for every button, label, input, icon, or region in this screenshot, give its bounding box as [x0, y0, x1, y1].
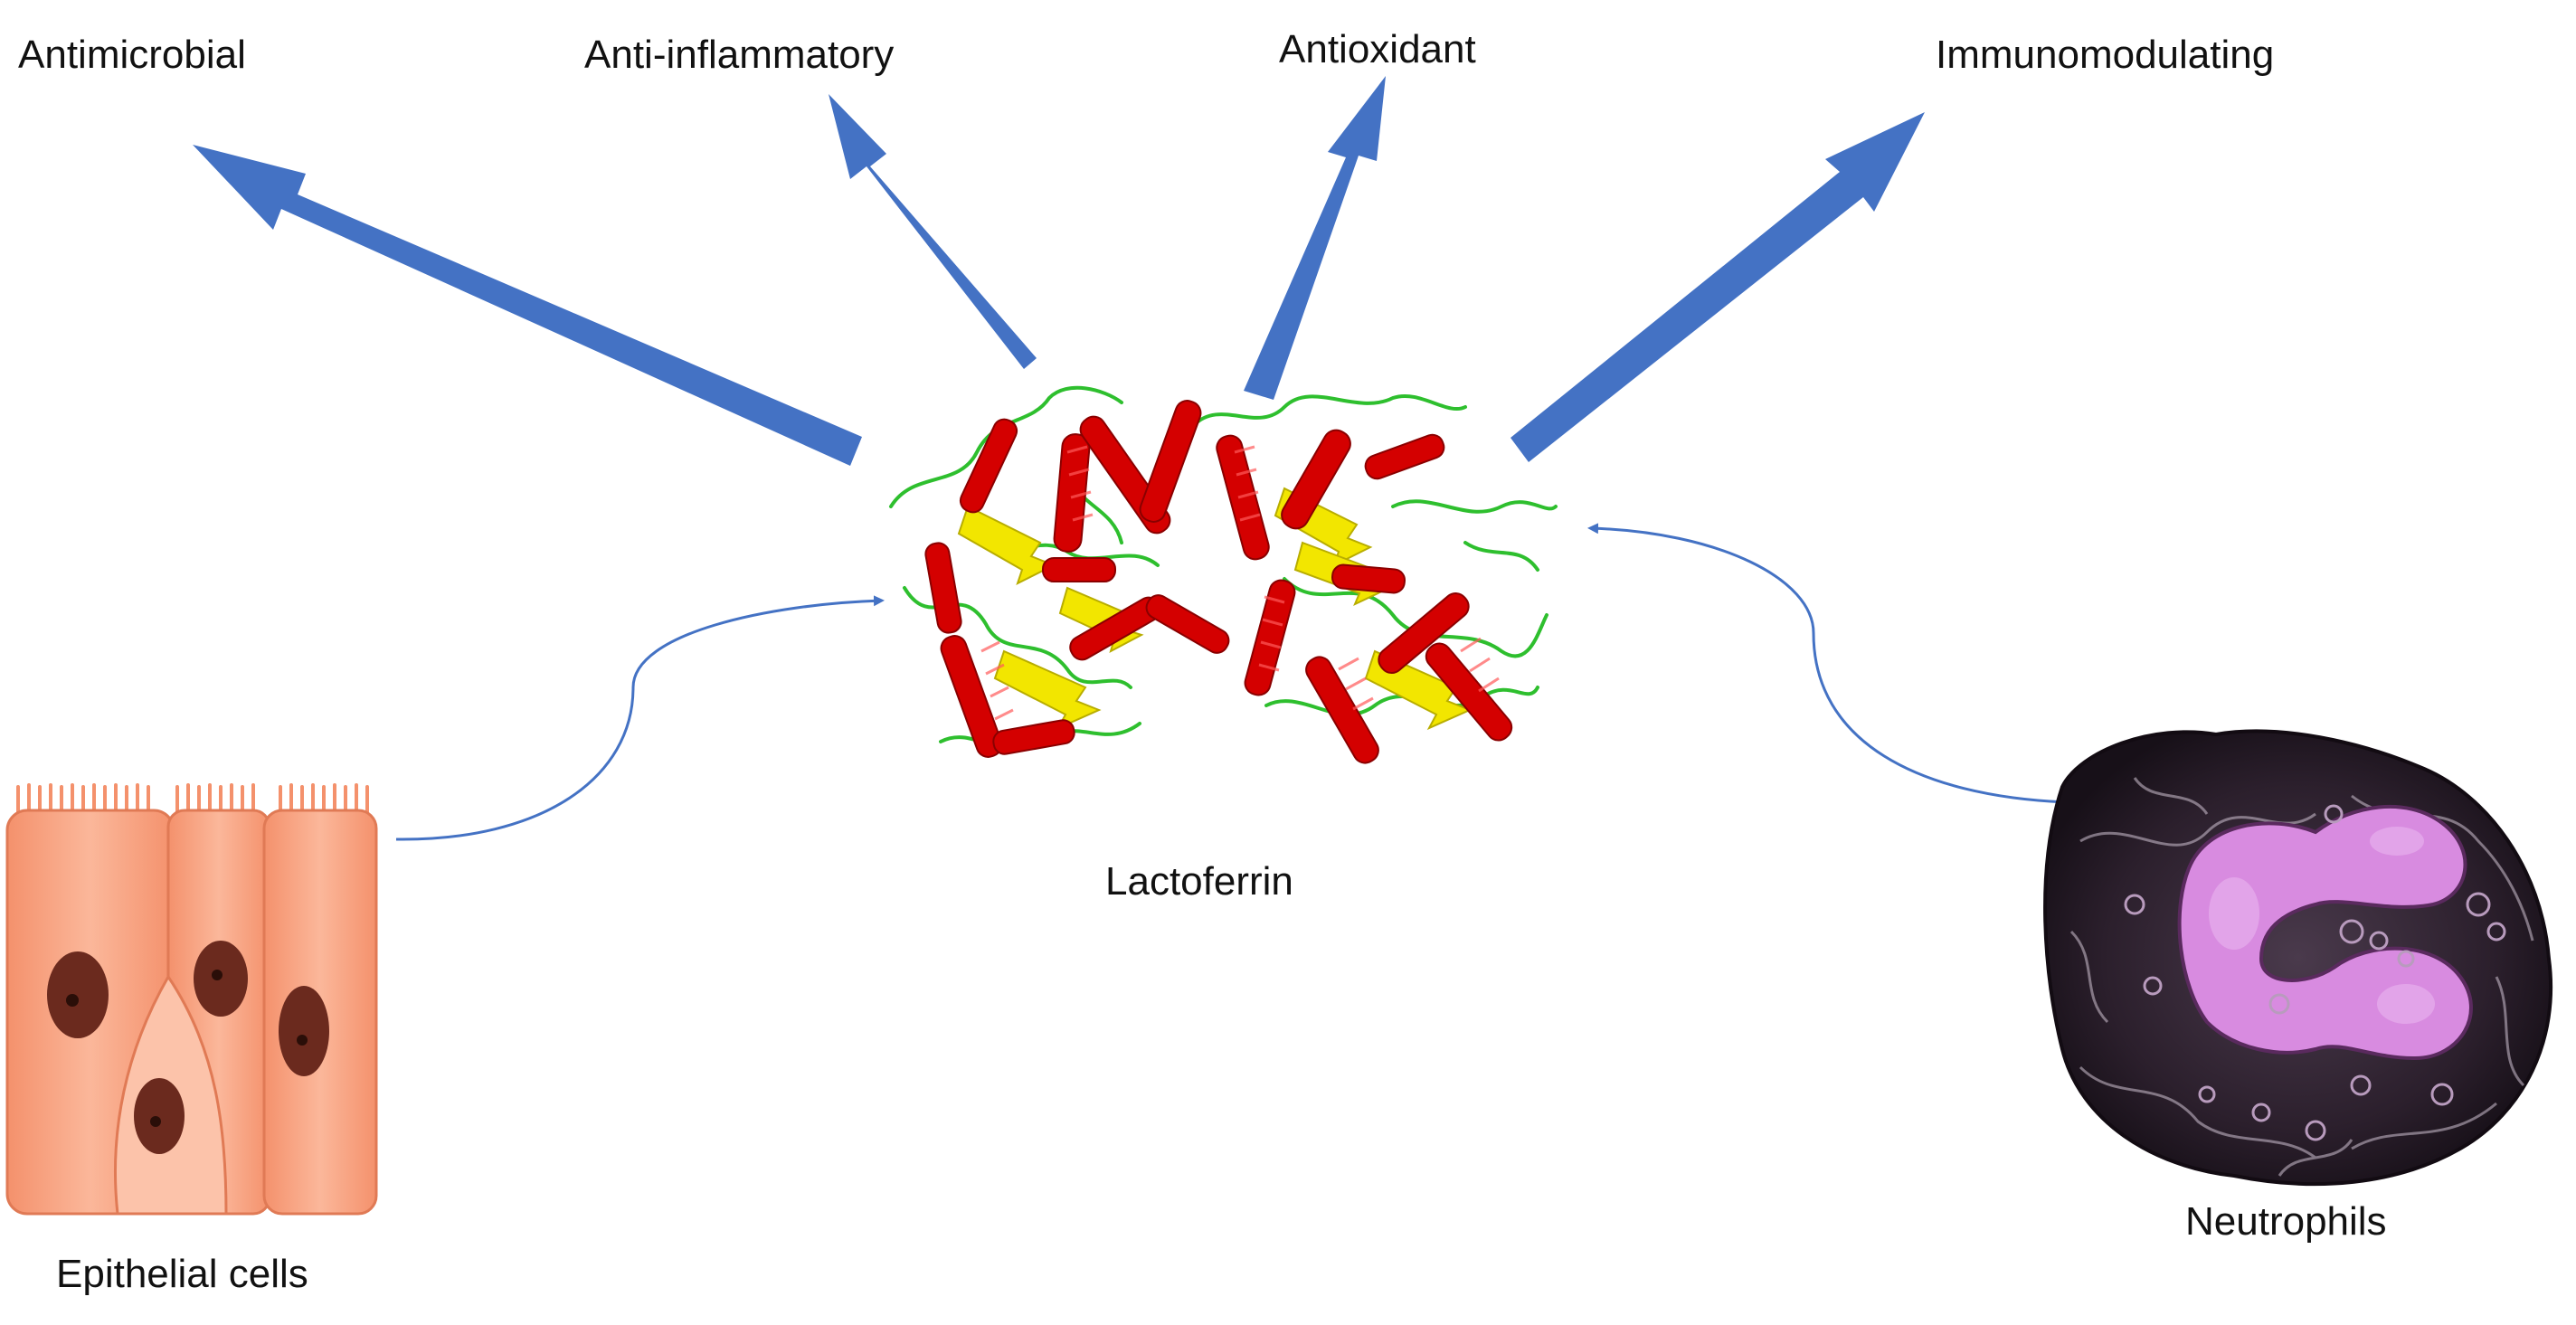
label-antioxidant: Antioxidant	[1279, 27, 1476, 71]
label-anti-inflammatory: Anti-inflammatory	[584, 33, 895, 77]
arrow-immunomodulating	[1511, 112, 1925, 462]
label-epithelial-cells: Epithelial cells	[56, 1252, 308, 1296]
label-antimicrobial: Antimicrobial	[18, 33, 246, 77]
source-arrows	[395, 523, 2067, 841]
arrow-neutrophils-to-lactoferrin	[1587, 523, 2067, 804]
label-immunomodulating: Immunomodulating	[1936, 33, 2275, 77]
label-lactoferrin: Lactoferrin	[1105, 859, 1293, 904]
epithelial-cells-illustration	[5, 783, 378, 1216]
arrow-antioxidant	[1244, 76, 1386, 400]
arrow-epithelial-to-lactoferrin	[395, 595, 885, 841]
arrow-anti-inflammatory	[829, 94, 1037, 369]
neutrophil-illustration	[2043, 729, 2553, 1187]
lactoferrin-protein	[889, 385, 1558, 764]
label-neutrophils: Neutrophils	[2185, 1199, 2387, 1244]
function-arrows	[193, 76, 1925, 466]
arrow-antimicrobial	[193, 145, 862, 466]
